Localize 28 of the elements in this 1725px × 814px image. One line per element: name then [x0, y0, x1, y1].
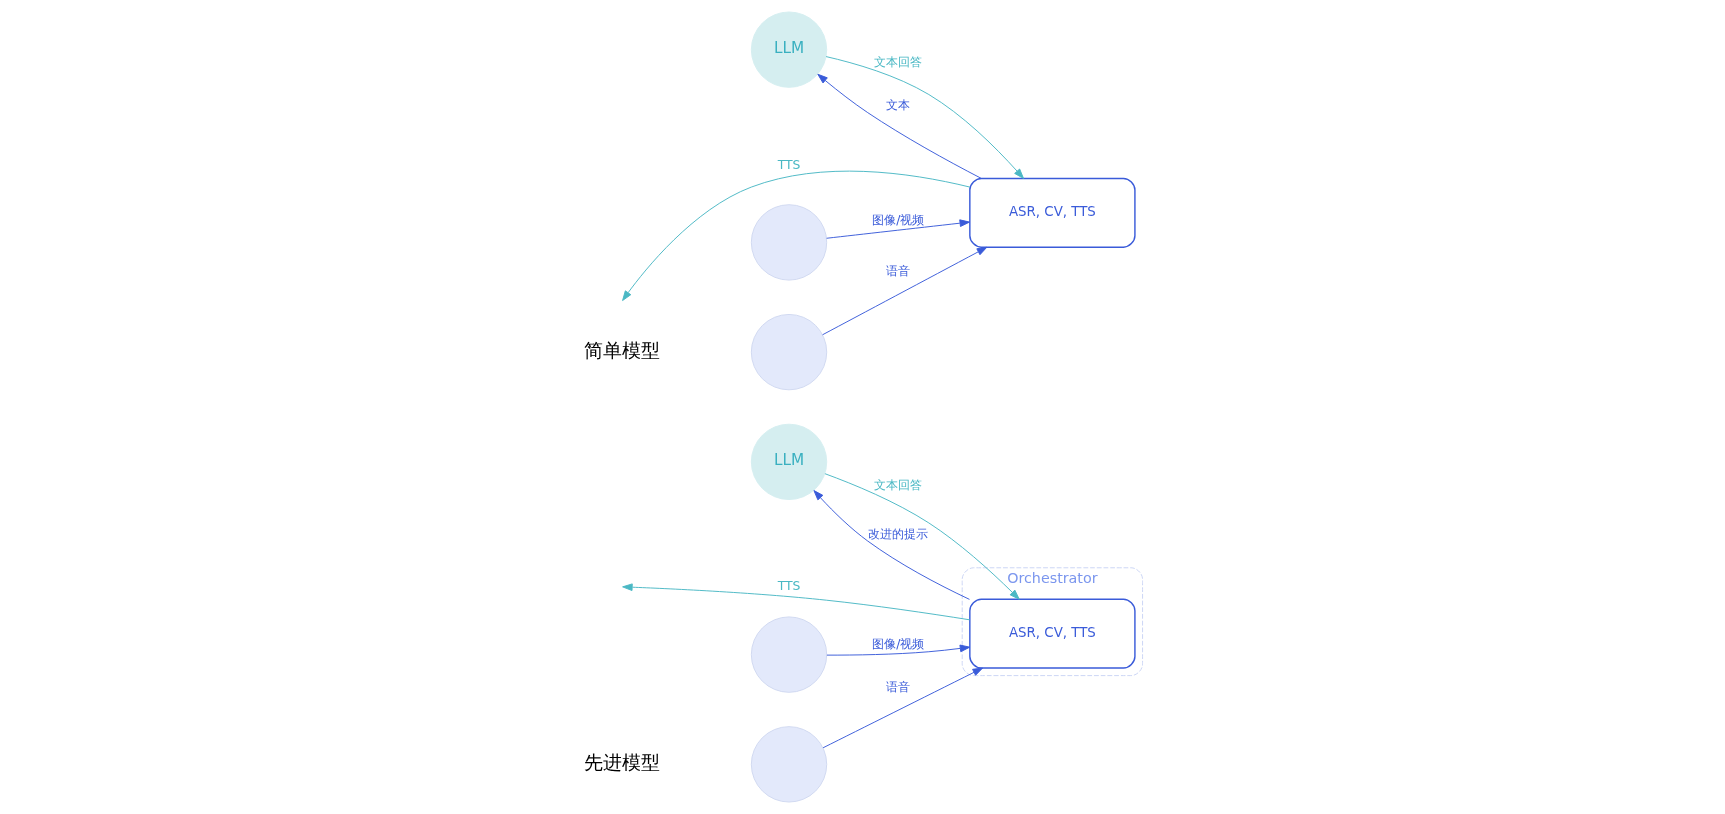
arrow — [622, 170, 971, 301]
node-circle — [750, 726, 828, 803]
arrow — [822, 246, 988, 336]
label: 简单模型 — [583, 338, 660, 361]
edge-label: 图像/视频 — [872, 211, 925, 227]
arrow — [622, 583, 971, 621]
label: 先进模型 — [583, 751, 660, 774]
edge-label: TTS — [777, 578, 801, 594]
arrow — [826, 219, 971, 239]
edge-label: 文本回答 — [874, 476, 923, 492]
arrow — [813, 490, 970, 600]
edge-label: 语音 — [886, 679, 911, 695]
node-circle — [750, 616, 828, 693]
edge-label: 文本回答 — [874, 54, 923, 70]
arrow — [824, 473, 1020, 600]
edge-label: 改进的提示 — [868, 525, 929, 541]
arrow — [826, 644, 971, 656]
node-circle — [750, 204, 828, 281]
node-box: ASR, CV, TTS — [969, 598, 1136, 669]
edge-label: 图像/视频 — [872, 636, 925, 652]
node-circle — [750, 313, 828, 391]
edge-label: TTS — [777, 157, 801, 173]
arrow — [817, 73, 982, 179]
edge-label: 语音 — [886, 263, 911, 279]
arrow — [822, 667, 984, 749]
edge-label: 文本 — [886, 97, 911, 113]
node-box: ASR, CV, TTS — [969, 177, 1136, 248]
arrow — [825, 56, 1024, 179]
